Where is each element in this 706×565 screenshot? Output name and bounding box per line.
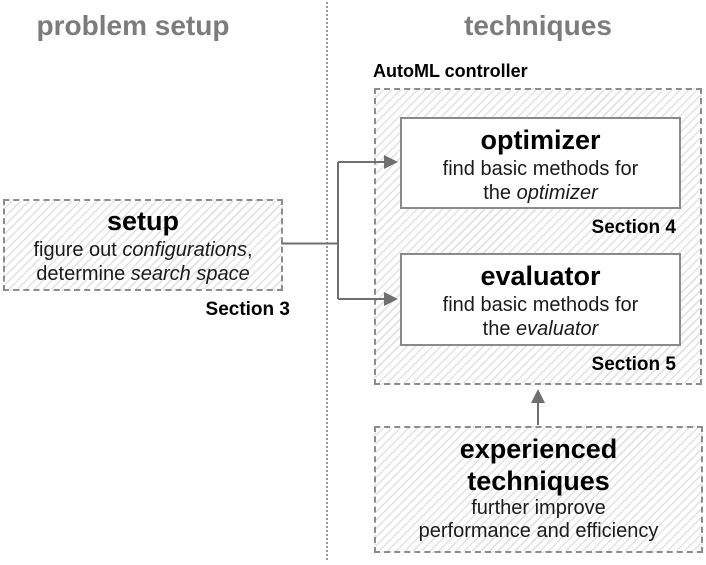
evaluator-desc-line2: the evaluator — [402, 317, 679, 341]
evaluator-desc-line2-italic: evaluator — [516, 318, 599, 340]
evaluator-desc-line2-prefix: the — [482, 318, 517, 340]
optimizer-desc-line1: find basic methods for — [442, 158, 639, 180]
problem-setup-column-header: problem setup — [36, 10, 230, 41]
column-divider-line — [326, 2, 328, 560]
evaluator-title: evaluator — [480, 261, 601, 291]
setup-desc-line2-prefix: determine — [36, 263, 131, 285]
setup-desc-line2: determine search space — [5, 262, 281, 286]
optimizer-desc-line2-prefix: the — [483, 182, 517, 204]
experienced-techniques-box: experienced techniques further improve p… — [374, 426, 703, 553]
experienced-desc-line2: performance and efficiency — [418, 520, 659, 542]
automl-controller-label: AutoML controller — [373, 61, 528, 81]
techniques-column-header: techniques — [464, 10, 612, 41]
setup-desc-line1-prefix: figure out — [33, 239, 123, 261]
setup-desc-line1-suffix: , — [246, 239, 253, 261]
experienced-title-line1: experienced — [459, 434, 618, 464]
setup-desc-line1: figure out configurations, — [5, 238, 281, 262]
experienced-desc-line1: further improve — [471, 497, 606, 519]
setup-desc-line1-italic: configurations — [122, 239, 247, 261]
section-3-label: Section 3 — [205, 299, 290, 320]
experienced-title-line2: techniques — [467, 466, 610, 496]
setup-box: setup figure out configurations, determi… — [3, 199, 283, 291]
evaluator-box: evaluator find basic methods for the eva… — [400, 253, 681, 346]
setup-title: setup — [106, 206, 179, 236]
optimizer-desc-line2-italic: optimizer — [516, 182, 598, 204]
section-5-label: Section 5 — [591, 354, 676, 375]
evaluator-desc-line1: find basic methods for — [442, 294, 639, 316]
setup-desc-line2-italic: search space — [130, 263, 250, 285]
optimizer-title: optimizer — [480, 125, 601, 155]
optimizer-desc-line2: the optimizer — [402, 181, 679, 205]
optimizer-box: optimizer find basic methods for the opt… — [400, 117, 681, 209]
section-4-label: Section 4 — [591, 217, 676, 238]
